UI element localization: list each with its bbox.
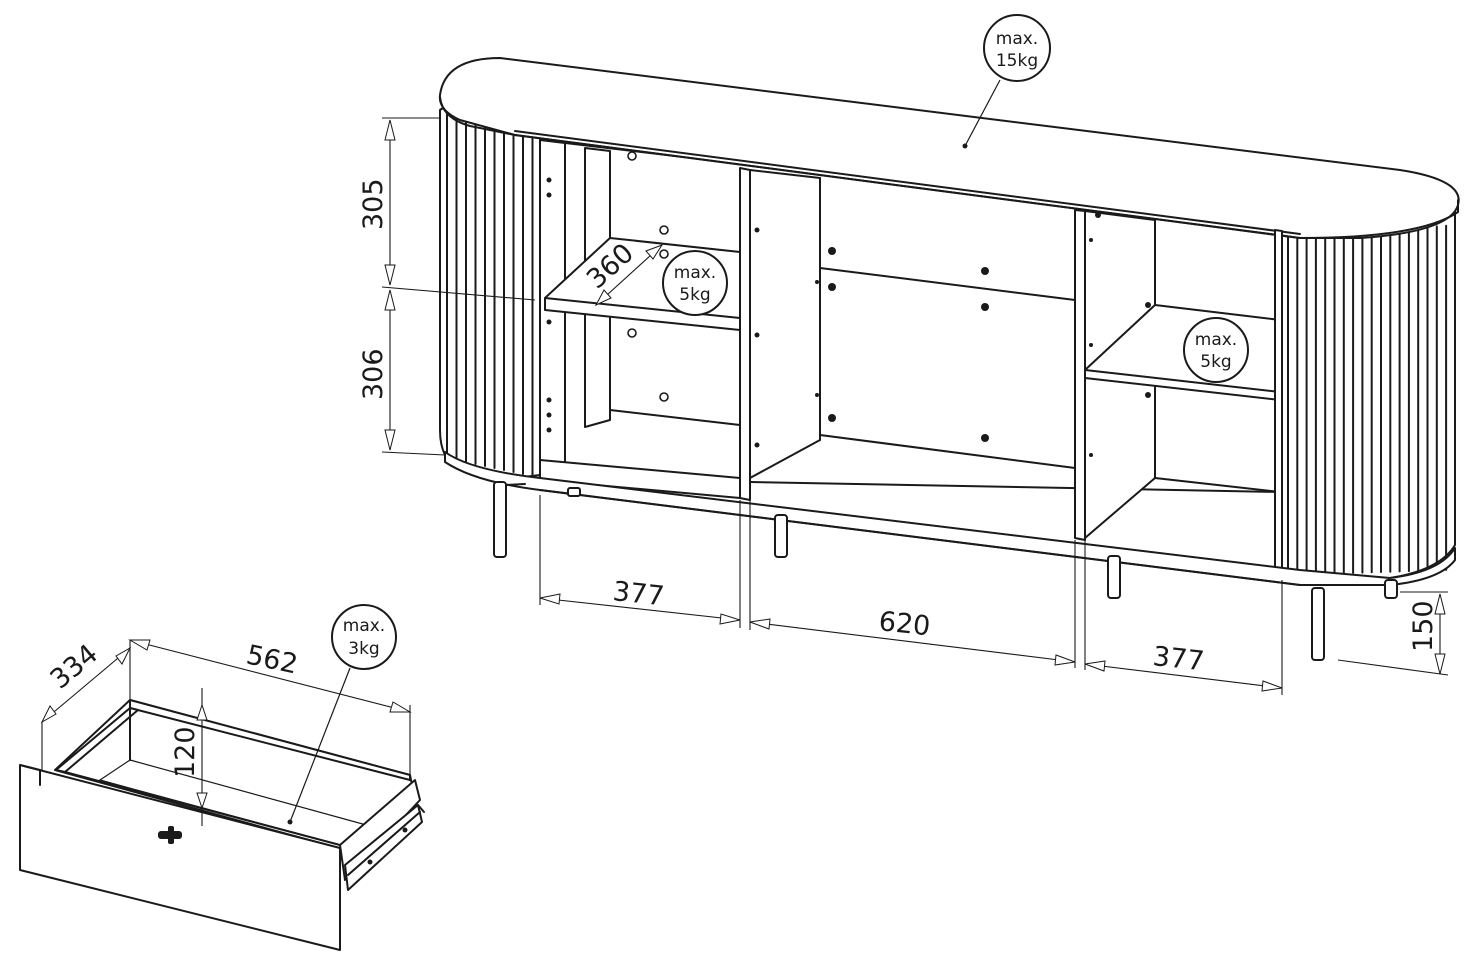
badge-top-line1: max. bbox=[996, 29, 1038, 49]
legs bbox=[493, 481, 1398, 661]
dimension-lines bbox=[381, 79, 1449, 695]
drawer-handle bbox=[158, 826, 182, 844]
right-fluted-door bbox=[1279, 211, 1456, 579]
load-badge-drawer: max. 3kg bbox=[331, 604, 397, 670]
leg bbox=[493, 481, 507, 558]
leg bbox=[1311, 587, 1325, 661]
badge-left-line2: 5kg bbox=[679, 285, 710, 305]
leg bbox=[567, 487, 581, 497]
load-badge-left-shelf: max. 5kg bbox=[662, 250, 728, 316]
badge-right-line1: max. bbox=[1195, 330, 1237, 350]
load-badge-right-shelf: max. 5kg bbox=[1183, 317, 1249, 383]
dim-center-width: 620 bbox=[877, 606, 932, 642]
dim-left-width: 377 bbox=[611, 576, 666, 612]
badge-left-line1: max. bbox=[674, 263, 716, 283]
dim-upper-height: 305 bbox=[358, 178, 389, 230]
dim-drawer-depth: 334 bbox=[45, 638, 104, 695]
dim-drawer-height: 120 bbox=[170, 726, 201, 778]
left-fluted-door bbox=[439, 107, 541, 479]
leg bbox=[1384, 579, 1398, 599]
dim-leg-height: 150 bbox=[1408, 600, 1439, 652]
leg bbox=[774, 514, 788, 558]
load-badge-top: max. 15kg bbox=[983, 14, 1051, 82]
sideboard bbox=[438, 57, 1460, 661]
badge-drawer-line1: max. bbox=[343, 616, 385, 636]
drawer-front bbox=[19, 764, 341, 951]
shelf-holes bbox=[546, 151, 1151, 457]
leg bbox=[1107, 555, 1121, 599]
drawer bbox=[19, 639, 425, 951]
dim-drawer-width: 562 bbox=[244, 640, 301, 681]
dim-lower-height: 306 bbox=[358, 348, 389, 400]
badge-top-line2: 15kg bbox=[996, 51, 1038, 71]
badge-right-line2: 5kg bbox=[1200, 352, 1231, 372]
dim-right-width: 377 bbox=[1151, 641, 1206, 677]
badge-drawer-line2: 3kg bbox=[348, 639, 379, 659]
top-slab bbox=[438, 57, 1460, 239]
